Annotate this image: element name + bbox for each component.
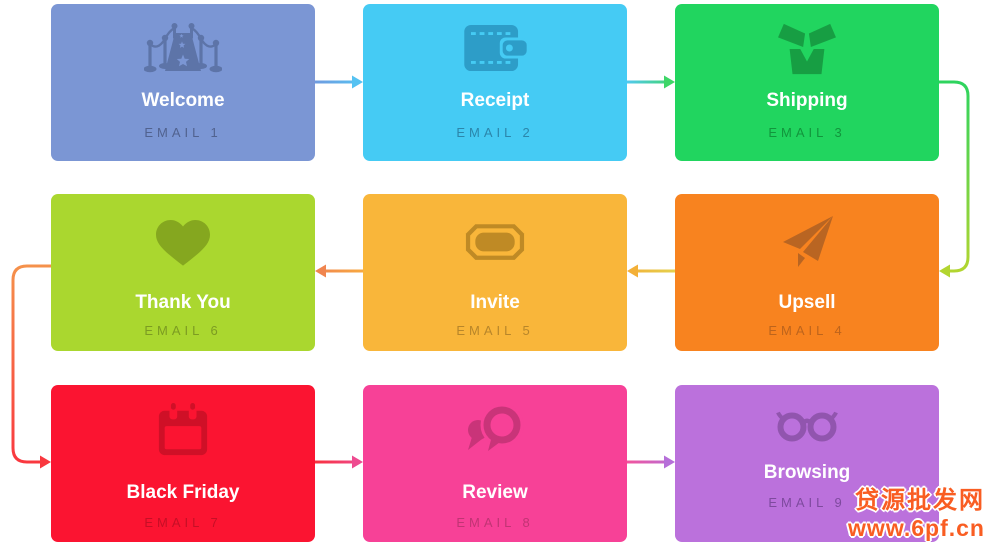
- card-title: Receipt: [460, 90, 530, 111]
- card-title: Thank You: [135, 292, 231, 313]
- card-title: Upsell: [778, 292, 836, 313]
- card-receipt[interactable]: Receipt EMAIL 2: [363, 4, 627, 161]
- card-subtitle: EMAIL 4: [768, 323, 846, 338]
- connector-shipping-upsell: [939, 80, 970, 273]
- card-subtitle: EMAIL 6: [144, 323, 222, 338]
- watermark-line1: 贷源批发网: [855, 486, 985, 514]
- card-subtitle: EMAIL 1: [144, 125, 222, 140]
- card-browsing[interactable]: Browsing EMAIL 9: [675, 385, 939, 542]
- arrow-head-icon: [664, 75, 675, 89]
- card-title: Shipping: [766, 90, 848, 111]
- card-thank-you[interactable]: Thank You EMAIL 6: [51, 194, 315, 351]
- card-subtitle: EMAIL 8: [456, 515, 534, 530]
- wallet-icon: [363, 18, 627, 78]
- card-subtitle: EMAIL 2: [456, 125, 534, 140]
- card-review[interactable]: Review EMAIL 8: [363, 385, 627, 542]
- card-subtitle: EMAIL 3: [768, 125, 846, 140]
- arrow-head-icon: [352, 75, 363, 89]
- arrow-head-icon: [939, 264, 950, 278]
- heart-icon: [51, 212, 315, 272]
- card-black-friday[interactable]: Black Friday EMAIL 7: [51, 385, 315, 542]
- comments-icon: [363, 400, 627, 460]
- card-welcome[interactable]: Welcome EMAIL 1: [51, 4, 315, 161]
- paper-plane-icon: [675, 212, 939, 272]
- card-shipping[interactable]: Shipping EMAIL 3: [675, 4, 939, 161]
- card-title: Invite: [470, 292, 520, 313]
- arrow-head-icon: [40, 455, 51, 469]
- arrow-head-icon: [315, 264, 326, 278]
- card-subtitle: EMAIL 7: [144, 515, 222, 530]
- arrow-head-icon: [352, 455, 363, 469]
- glasses-icon: [675, 395, 939, 455]
- arrow-head-icon: [664, 455, 675, 469]
- red-carpet-icon: [51, 18, 315, 78]
- watermark: 贷源批发网 www.6pf.cn: [848, 487, 985, 542]
- card-subtitle: EMAIL 9: [768, 495, 846, 510]
- connector-thank-you-black-friday: [11, 264, 51, 464]
- card-title: Review: [462, 482, 528, 503]
- arrow-head-icon: [627, 264, 638, 278]
- open-box-icon: [675, 18, 939, 78]
- card-title: Welcome: [141, 90, 225, 111]
- card-upsell[interactable]: Upsell EMAIL 4: [675, 194, 939, 351]
- ticket-icon: [363, 212, 627, 272]
- card-subtitle: EMAIL 5: [456, 323, 534, 338]
- card-invite[interactable]: Invite EMAIL 5: [363, 194, 627, 351]
- calendar-icon: [51, 400, 315, 460]
- card-title: Browsing: [763, 462, 851, 483]
- card-title: Black Friday: [126, 482, 240, 503]
- watermark-line2: www.6pf.cn: [848, 514, 985, 541]
